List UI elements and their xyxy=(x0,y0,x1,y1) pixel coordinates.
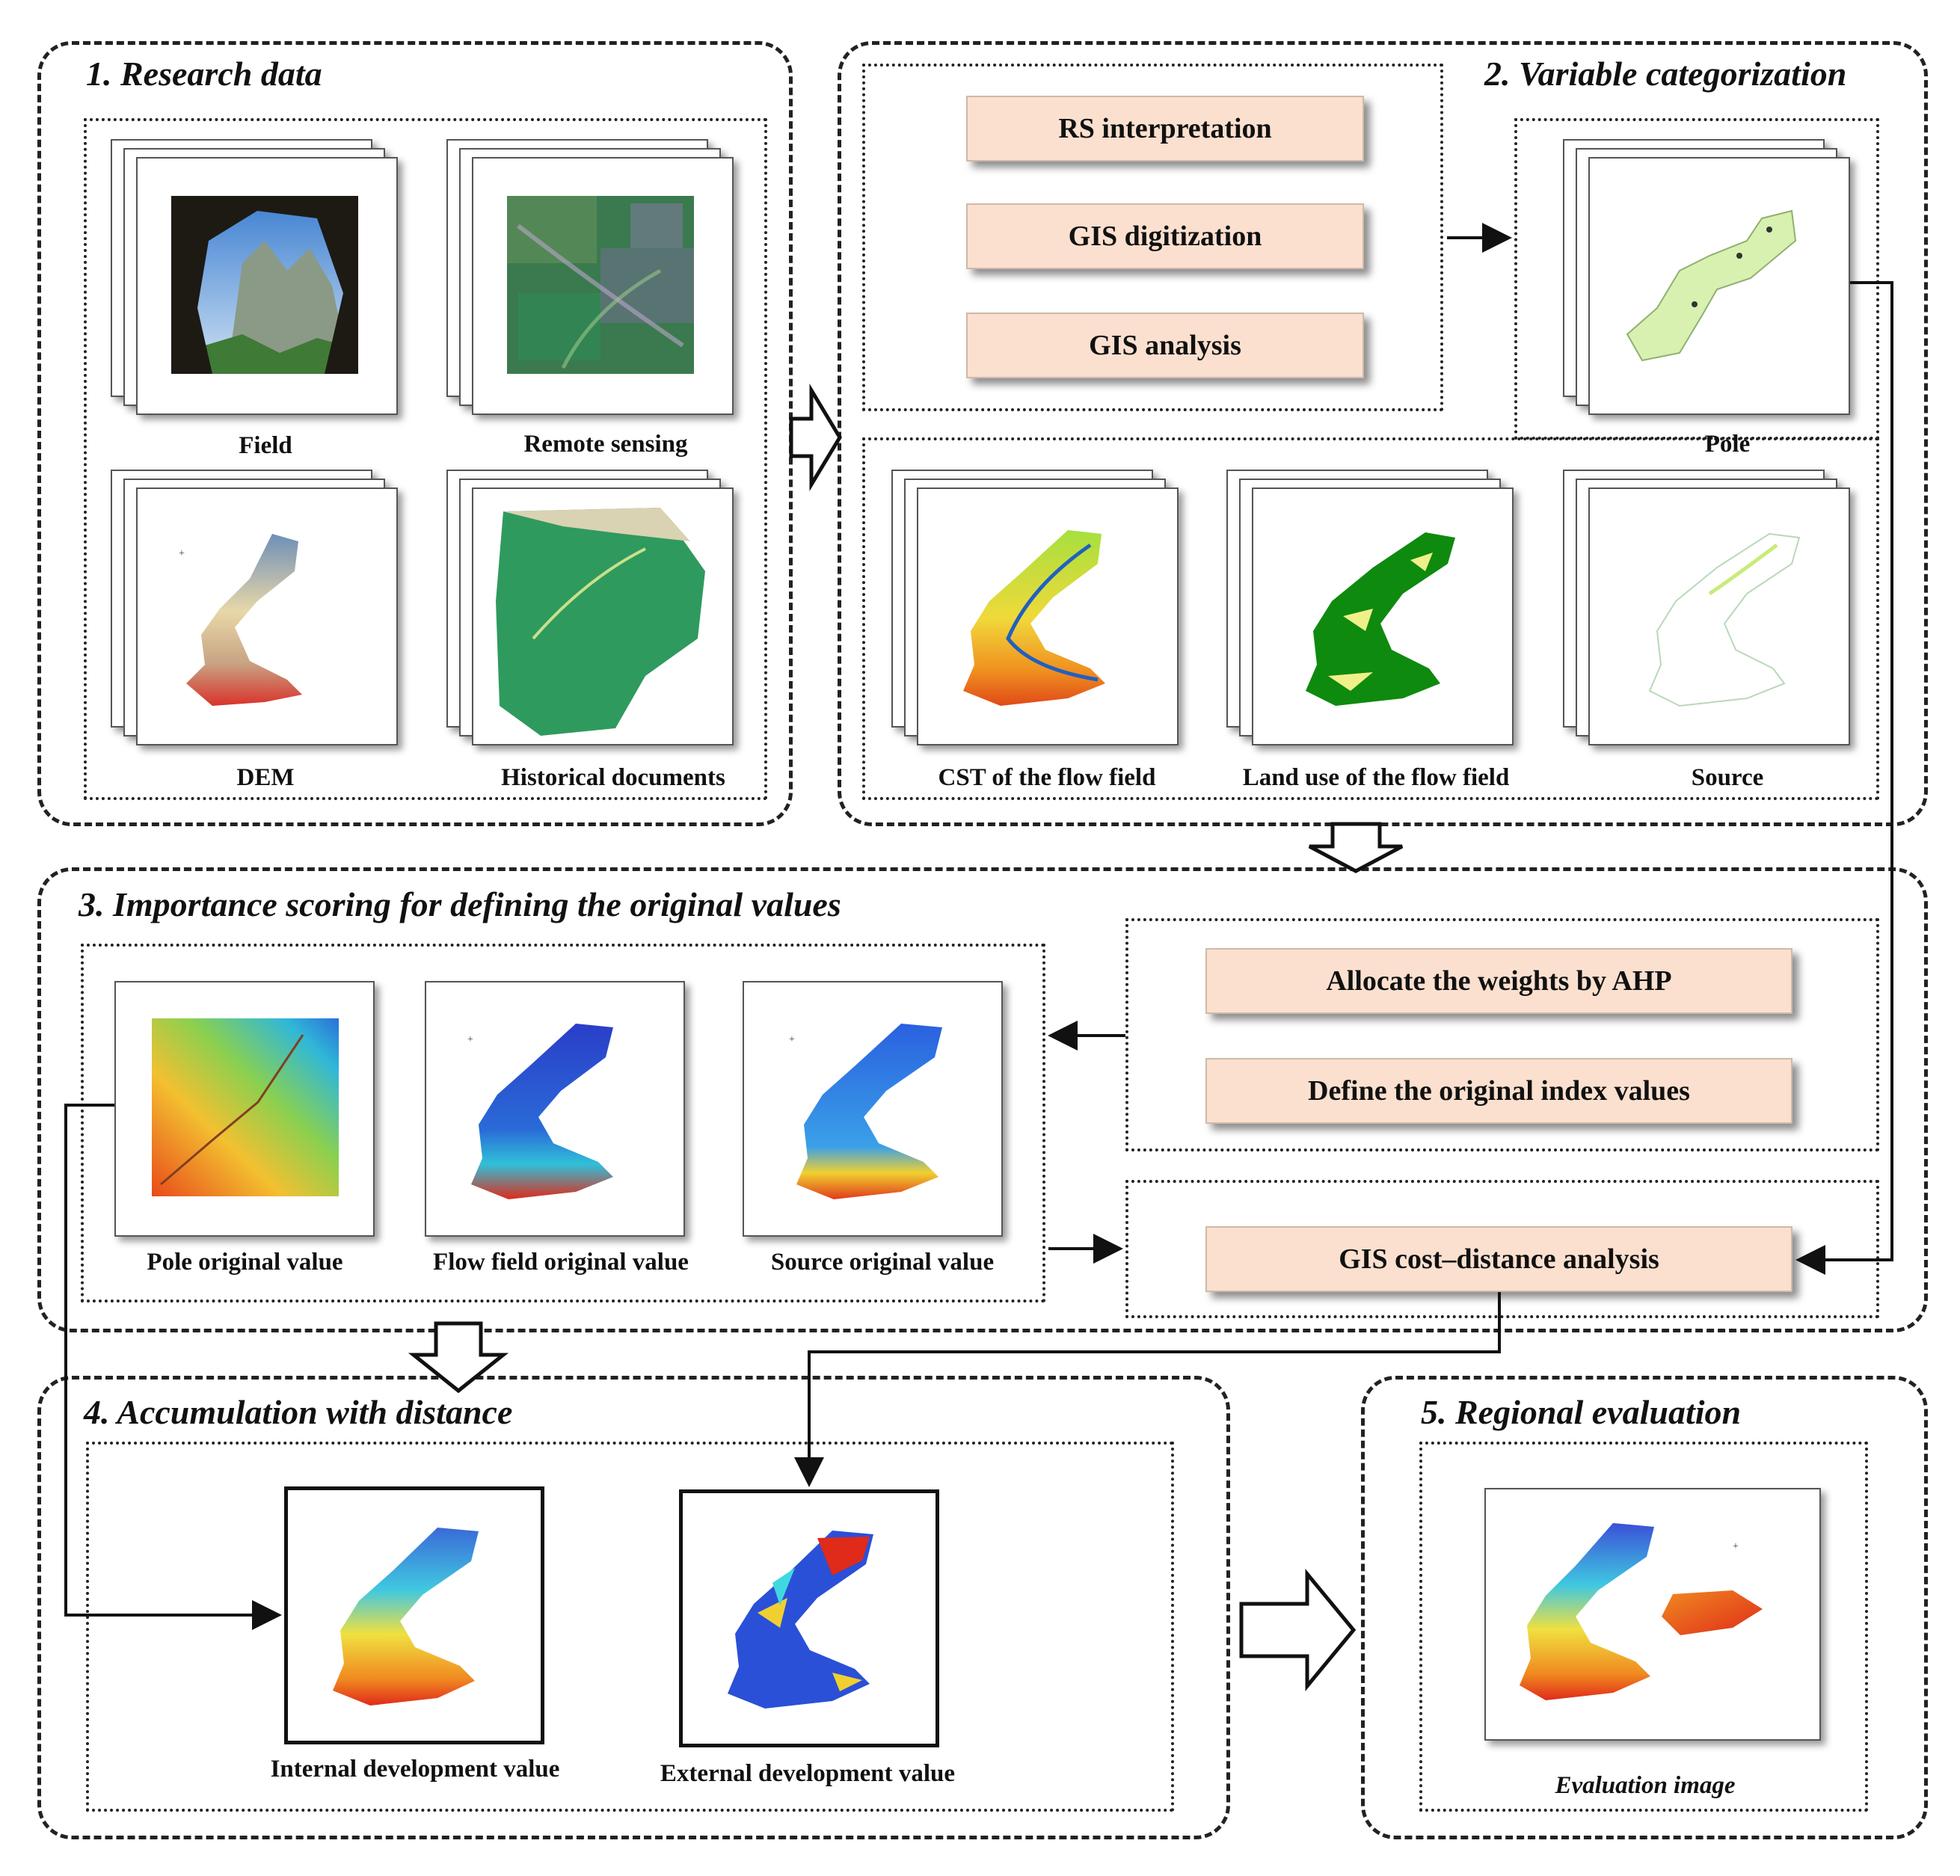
section-1-title: 1. Research data xyxy=(86,55,322,93)
cst-map-image xyxy=(963,530,1105,706)
block-arrow-2-to-3 xyxy=(1308,822,1404,873)
accumulation-panel xyxy=(86,1442,1174,1812)
svg-text:+: + xyxy=(179,548,185,559)
flow-field-original-caption: Flow field original value xyxy=(433,1249,689,1276)
dem-map: + xyxy=(136,488,398,745)
section-3-title: 3. Importance scoring for defining the o… xyxy=(79,885,841,923)
evaluation-image-map: + xyxy=(1484,1488,1821,1741)
remote-sensing-texture xyxy=(507,196,694,374)
land-use-caption: Land use of the flow field xyxy=(1242,764,1510,791)
pole-caption: Pole xyxy=(1704,431,1751,458)
dem-map-image: + xyxy=(179,534,302,706)
internal-development-caption: Internal development value xyxy=(270,1756,560,1783)
cost-distance-box: GIS cost–distance analysis xyxy=(1205,1226,1792,1292)
pole-original-image xyxy=(152,1018,339,1196)
pole-original-value-map xyxy=(114,981,375,1237)
source-original-image: + xyxy=(789,1024,942,1199)
evaluation-panel xyxy=(1419,1442,1868,1812)
pole-map xyxy=(1588,157,1850,415)
remote-sensing-caption: Remote sensing xyxy=(523,431,688,458)
section-5-title: 5. Regional evaluation xyxy=(1421,1393,1742,1431)
cst-flow-field-map xyxy=(917,488,1179,745)
svg-text:+: + xyxy=(1733,1541,1739,1552)
svg-text:+: + xyxy=(789,1034,795,1045)
ahp-weights-box: Allocate the weights by AHP xyxy=(1205,948,1792,1014)
cst-caption: CST of the flow field xyxy=(938,764,1156,791)
historical-map-image xyxy=(496,508,705,736)
research-data-panel xyxy=(84,118,767,800)
land-use-map xyxy=(1252,488,1514,745)
pole-original-caption: Pole original value xyxy=(147,1249,343,1276)
dem-caption: DEM xyxy=(236,764,295,791)
flow-field-original-image: + xyxy=(467,1024,613,1199)
variables-panel-pole xyxy=(1514,118,1879,440)
land-use-map-image xyxy=(1306,532,1455,706)
historical-map xyxy=(472,488,734,745)
evaluation-image-graphic: + xyxy=(1520,1523,1763,1700)
gis-digitization-box: GIS digitization xyxy=(966,203,1364,269)
block-arrow-4-to-5 xyxy=(1239,1569,1357,1691)
rs-interpretation-box: RS interpretation xyxy=(966,96,1364,162)
svg-text:+: + xyxy=(467,1034,473,1045)
evaluation-image-caption: Evaluation image xyxy=(1555,1772,1736,1799)
source-map xyxy=(1588,488,1850,745)
historical-documents-caption: Historical documents xyxy=(501,764,725,791)
remote-sensing-image xyxy=(472,157,734,415)
external-development-caption: External development value xyxy=(660,1760,956,1787)
source-caption: Source xyxy=(1691,764,1764,791)
field-caption: Field xyxy=(239,432,292,459)
define-original-values-box: Define the original index values xyxy=(1205,1058,1792,1124)
flow-field-original-value-map: + xyxy=(425,981,685,1237)
external-development-image xyxy=(728,1531,873,1709)
source-original-value-map: + xyxy=(743,981,1003,1237)
internal-development-image xyxy=(333,1528,479,1706)
methods-panel xyxy=(862,64,1443,411)
field-photo-image xyxy=(171,196,358,374)
block-arrow-1-to-2 xyxy=(789,384,842,491)
external-development-value-map xyxy=(679,1489,939,1747)
source-original-caption: Source original value xyxy=(770,1249,995,1276)
gis-analysis-box: GIS analysis xyxy=(966,313,1364,378)
section-5-regional-evaluation xyxy=(1361,1376,1928,1839)
source-map-image xyxy=(1648,532,1801,707)
section-4-accumulation xyxy=(37,1376,1230,1839)
internal-development-value-map xyxy=(284,1486,544,1744)
field-photo xyxy=(136,157,398,415)
section-2-title: 2. Variable categorization xyxy=(1484,55,1847,93)
pole-map-image xyxy=(1626,209,1797,362)
section-4-title: 4. Accumulation with distance xyxy=(84,1393,513,1431)
